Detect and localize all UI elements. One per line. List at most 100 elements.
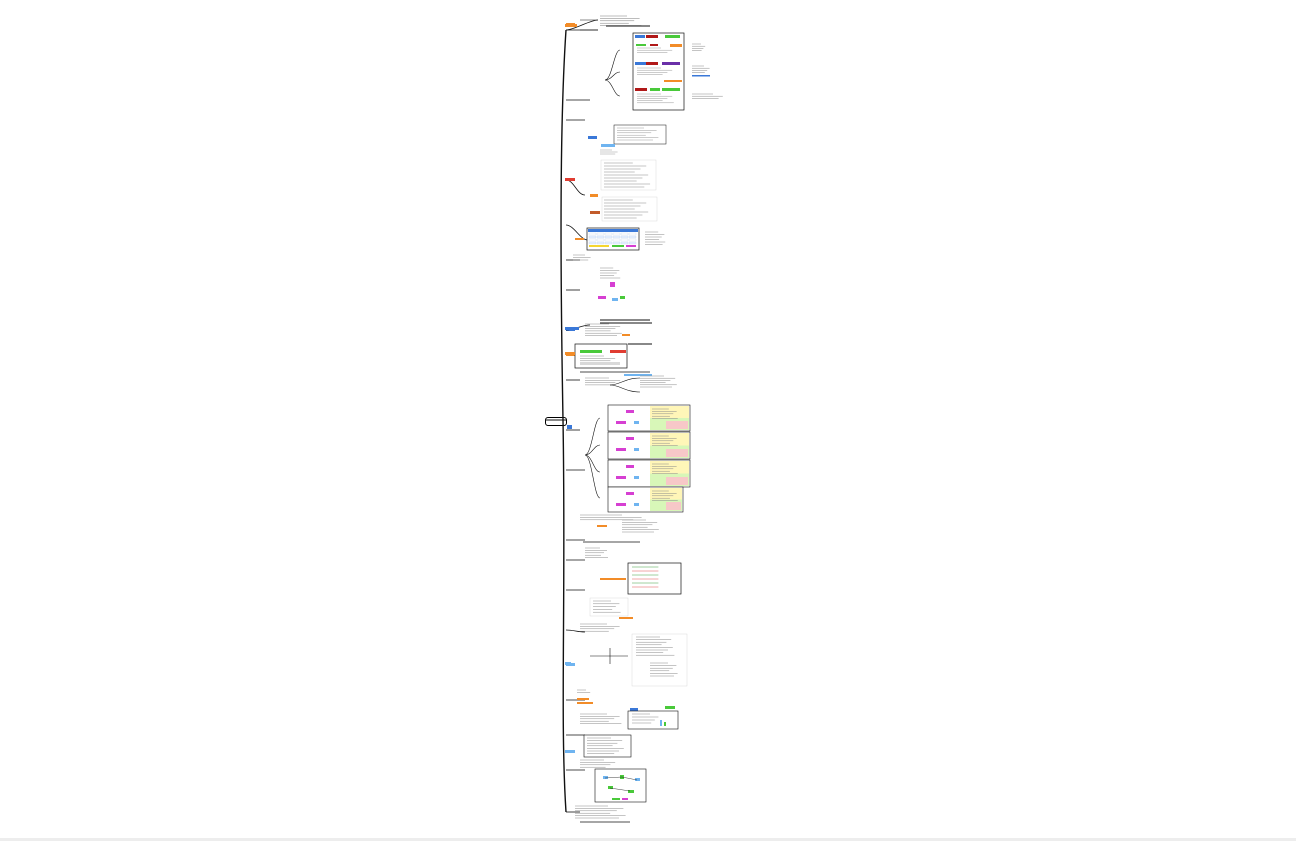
connector-curve [584, 444, 601, 456]
table-cell [604, 235, 613, 239]
table-cell [588, 232, 597, 236]
tag-light-blue-2 [565, 662, 571, 665]
branch-tag [635, 88, 647, 91]
branch-tag [650, 88, 660, 91]
table-cell [596, 238, 605, 242]
branch-tag [622, 334, 630, 336]
branch-tag [610, 282, 615, 287]
table-cell [588, 241, 597, 245]
branch-tag [603, 776, 608, 779]
grid-box [627, 562, 682, 595]
branch-tag [616, 448, 626, 451]
tag-orange-4 [565, 352, 575, 355]
network-diagram [594, 768, 647, 803]
table-cell [628, 232, 637, 236]
tag-red [565, 178, 572, 181]
branch-curve-5 [565, 224, 589, 241]
tag-rust [590, 211, 600, 214]
hdr-red [646, 35, 658, 38]
branch-tag [616, 476, 626, 479]
tag-blue-small [567, 425, 572, 429]
branch-tag [612, 245, 624, 247]
table-cell [612, 235, 621, 239]
branch-tag [626, 245, 636, 247]
main-trunk [560, 29, 567, 813]
connector-curve [609, 377, 641, 386]
connector-curve [604, 49, 621, 81]
table-cell [588, 235, 597, 239]
hdr-green [665, 35, 680, 38]
branch-tag [619, 617, 633, 619]
status-strip [580, 362, 620, 365]
branch-tag [660, 720, 662, 726]
branch-tag [616, 421, 626, 424]
table-cell [628, 238, 637, 242]
branch-tag [650, 44, 658, 46]
branch-tag [692, 75, 710, 77]
connector-line [604, 776, 623, 779]
branch-tag [626, 410, 634, 413]
branch-tag [600, 578, 626, 580]
tag-orange-2 [590, 194, 598, 197]
branch-tag [636, 44, 646, 46]
table-header [588, 229, 638, 232]
table-cell [604, 232, 613, 236]
table-cell [620, 235, 629, 239]
branch-tag [634, 476, 639, 479]
branch-tag [664, 722, 666, 726]
connector-line [609, 787, 631, 792]
branch-tag [610, 350, 626, 353]
branch-tag [612, 798, 620, 800]
branch-tag [662, 62, 680, 65]
branch-tag [598, 296, 606, 299]
window-bottom-edge [0, 838, 1296, 841]
tag-top [565, 24, 577, 27]
mindmap-root-node[interactable] [545, 417, 567, 426]
table-cell [612, 238, 621, 242]
branch-tag [634, 421, 639, 424]
branch-tag [608, 786, 613, 789]
table-cell [596, 241, 605, 245]
tag-blue-main [565, 327, 579, 330]
branch-tag [626, 465, 634, 468]
tag-light-blue-3 [565, 750, 575, 753]
box-d [589, 597, 629, 617]
branch-tag [589, 245, 609, 247]
hdr-blue [635, 35, 645, 38]
connector-curve [584, 417, 601, 456]
branch-tag [665, 706, 675, 709]
panel-note-red [666, 477, 688, 485]
panel-note-red [666, 502, 681, 510]
branch-tag [670, 44, 682, 47]
connector-curve [609, 384, 641, 393]
branch-tag [635, 778, 640, 781]
table-cell [628, 241, 637, 245]
branch-curve-15 [565, 629, 586, 633]
branch-tag [626, 437, 634, 440]
table-cell [588, 238, 597, 242]
branch-tag [616, 503, 626, 506]
table-cell [620, 241, 629, 245]
branch-tag [612, 298, 618, 301]
branch-tag [635, 62, 650, 65]
branch-tag [580, 350, 602, 353]
table-cell [612, 241, 621, 245]
branch-tag [634, 503, 639, 506]
table-cell [604, 238, 613, 242]
panel-note-red [666, 449, 688, 457]
branch-tag [664, 80, 682, 82]
table-cell [620, 238, 629, 242]
table-cell [620, 232, 629, 236]
connector-curve [604, 79, 621, 97]
connector-curve [584, 454, 601, 499]
box-e [631, 633, 688, 687]
table-cell [596, 232, 605, 236]
tag-light-blue [601, 144, 615, 147]
branch-tag [577, 698, 589, 700]
branch-tag [622, 798, 628, 800]
table-cell [612, 232, 621, 236]
branch-tag [597, 525, 607, 527]
table-cell [596, 235, 605, 239]
branch-tag [626, 492, 634, 495]
